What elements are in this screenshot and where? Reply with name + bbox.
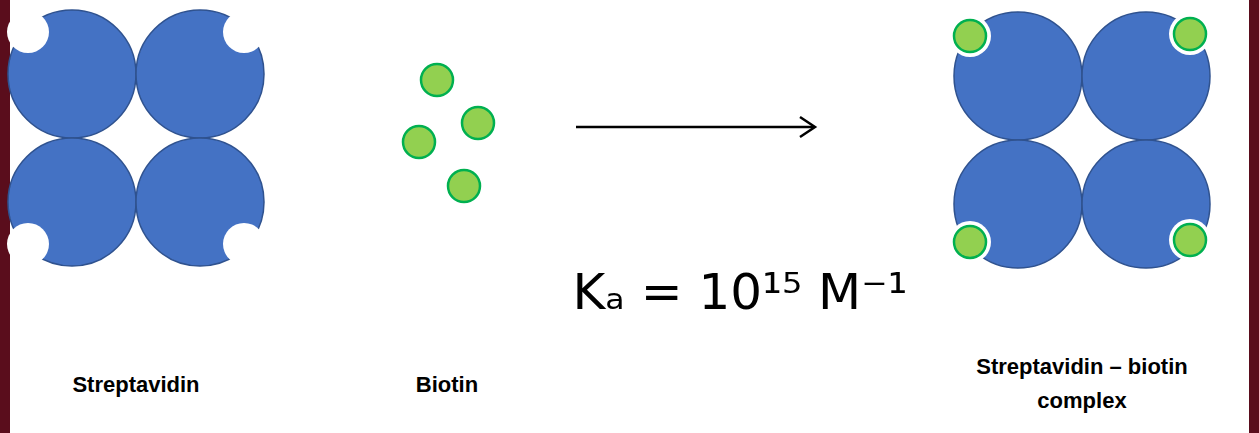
binding-pockets: [7, 11, 265, 265]
white-panel: [10, 0, 1249, 433]
filled-pockets: [949, 13, 1211, 263]
association-constant: Kₐ = 10¹⁵ M⁻¹: [572, 262, 907, 322]
streptavidin-tetramer: [8, 10, 264, 266]
protein-caption: Streptavidin: [26, 368, 246, 402]
reaction-arrow: [576, 117, 815, 137]
complex-tetramer: [954, 12, 1210, 268]
ligand-caption: Biotin: [367, 368, 527, 402]
biotin-molecules: [403, 64, 494, 202]
complex-caption: Streptavidin – biotin complex: [962, 350, 1202, 418]
bound-biotin: [954, 18, 1206, 258]
